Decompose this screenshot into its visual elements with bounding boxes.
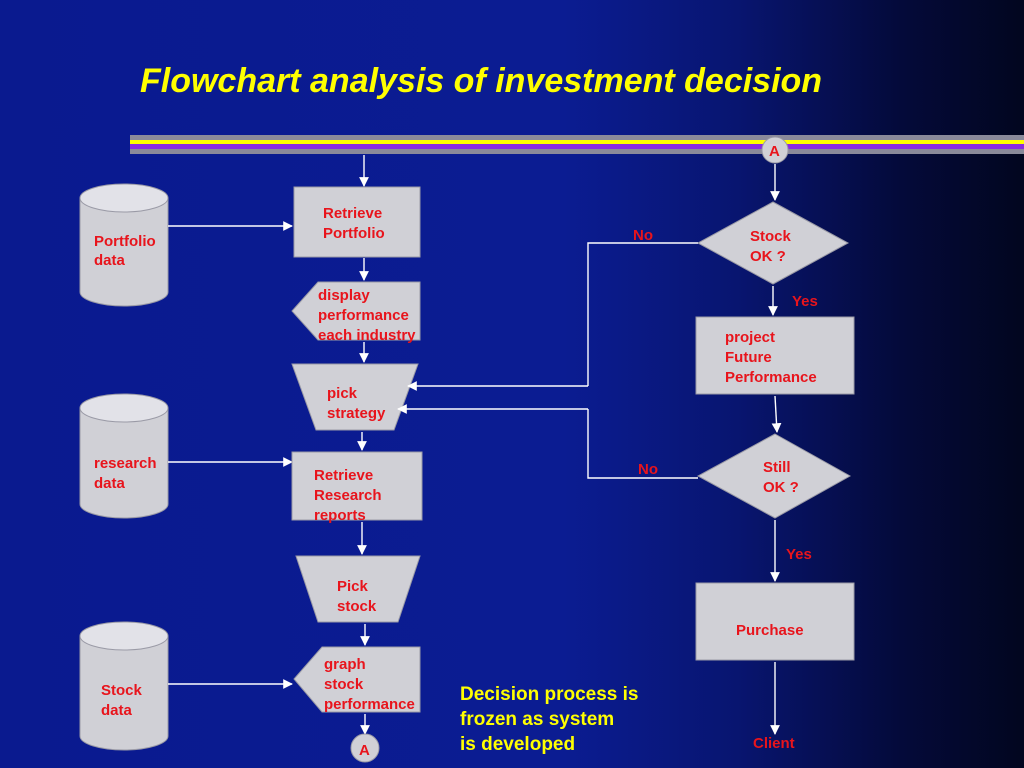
pick-stock-label-1: Pick bbox=[337, 578, 369, 595]
retrieve-portfolio-label-1: Retrieve bbox=[323, 205, 382, 222]
display-label-1: display bbox=[318, 287, 370, 304]
research-data-label-2: data bbox=[94, 475, 126, 492]
top-connector: A bbox=[761, 136, 789, 164]
note-line-1: Decision process is bbox=[460, 684, 638, 705]
still-ok-decision: Still OK ? bbox=[696, 433, 852, 519]
portfolio-data-label-2: data bbox=[94, 252, 126, 269]
no-loop-line-2 bbox=[587, 409, 698, 479]
project-label-1: project bbox=[725, 329, 775, 346]
retrieve-research-label-1: Retrieve bbox=[314, 467, 373, 484]
retrieve-research-label-2: Research bbox=[314, 487, 382, 504]
research-data-label-1: research bbox=[94, 455, 157, 472]
still-ok-label-2: OK ? bbox=[763, 479, 799, 496]
pick-stock-shape: Pick stock bbox=[295, 555, 421, 623]
project-future-process: project Future Performance bbox=[695, 316, 855, 395]
yes-label-2: Yes bbox=[786, 546, 812, 563]
no-loop-line-1 bbox=[587, 242, 698, 386]
pick-stock-label-2: stock bbox=[337, 598, 377, 615]
project-to-stillok-arrow bbox=[771, 395, 782, 433]
pick-strategy-label-2: strategy bbox=[327, 405, 386, 422]
bottom-connector-label: A bbox=[359, 742, 370, 759]
still-ok-label-1: Still bbox=[763, 459, 791, 476]
no-label-1: No bbox=[633, 227, 653, 244]
stock-data-label-2: data bbox=[101, 702, 133, 719]
note-line-3: is developed bbox=[460, 734, 575, 755]
stock-data-label-1: Stock bbox=[101, 682, 143, 699]
retrieve-portfolio-label-2: Portfolio bbox=[323, 225, 385, 242]
stock-ok-label-1: Stock bbox=[750, 228, 792, 245]
slide-title: Flowchart analysis of investment decisio… bbox=[140, 62, 822, 100]
project-label-3: Performance bbox=[725, 369, 817, 386]
display-performance-shape: display performance each industry bbox=[291, 281, 421, 344]
portfolio-data-label-1: Portfolio bbox=[94, 233, 156, 250]
retrieve-research-label-3: reports bbox=[314, 507, 366, 524]
stock-ok-label-2: OK ? bbox=[750, 248, 786, 265]
stock-ok-decision: Stock OK ? bbox=[696, 201, 850, 285]
bottom-connector: A bbox=[350, 733, 380, 763]
note-line-2: frozen as system bbox=[460, 709, 614, 730]
stock-data-store: Stock data bbox=[79, 621, 169, 751]
display-label-3: each industry bbox=[318, 327, 416, 344]
purchase-process: Purchase bbox=[695, 582, 855, 661]
graph-stock-shape: graph stock performance bbox=[293, 646, 421, 713]
no-label-2: No bbox=[638, 461, 658, 478]
project-label-2: Future bbox=[725, 349, 772, 366]
portfolio-data-store: Portfolio data bbox=[79, 183, 169, 307]
display-label-2: performance bbox=[318, 307, 409, 324]
pick-strategy-shape: pick strategy bbox=[291, 363, 419, 431]
client-label: Client bbox=[753, 735, 795, 752]
graph-label-1: graph bbox=[324, 656, 366, 673]
header-stripes bbox=[130, 135, 1024, 154]
retrieve-portfolio-process: Retrieve Portfolio bbox=[293, 186, 421, 258]
yes-label-1: Yes bbox=[792, 293, 818, 310]
graph-label-2: stock bbox=[324, 676, 364, 693]
purchase-label: Purchase bbox=[736, 622, 804, 639]
research-data-store: research data bbox=[79, 393, 169, 519]
graph-label-3: performance bbox=[324, 696, 415, 713]
pick-strategy-label-1: pick bbox=[327, 385, 358, 402]
retrieve-research-process: Retrieve Research reports bbox=[291, 451, 423, 524]
top-connector-label: A bbox=[769, 143, 780, 160]
